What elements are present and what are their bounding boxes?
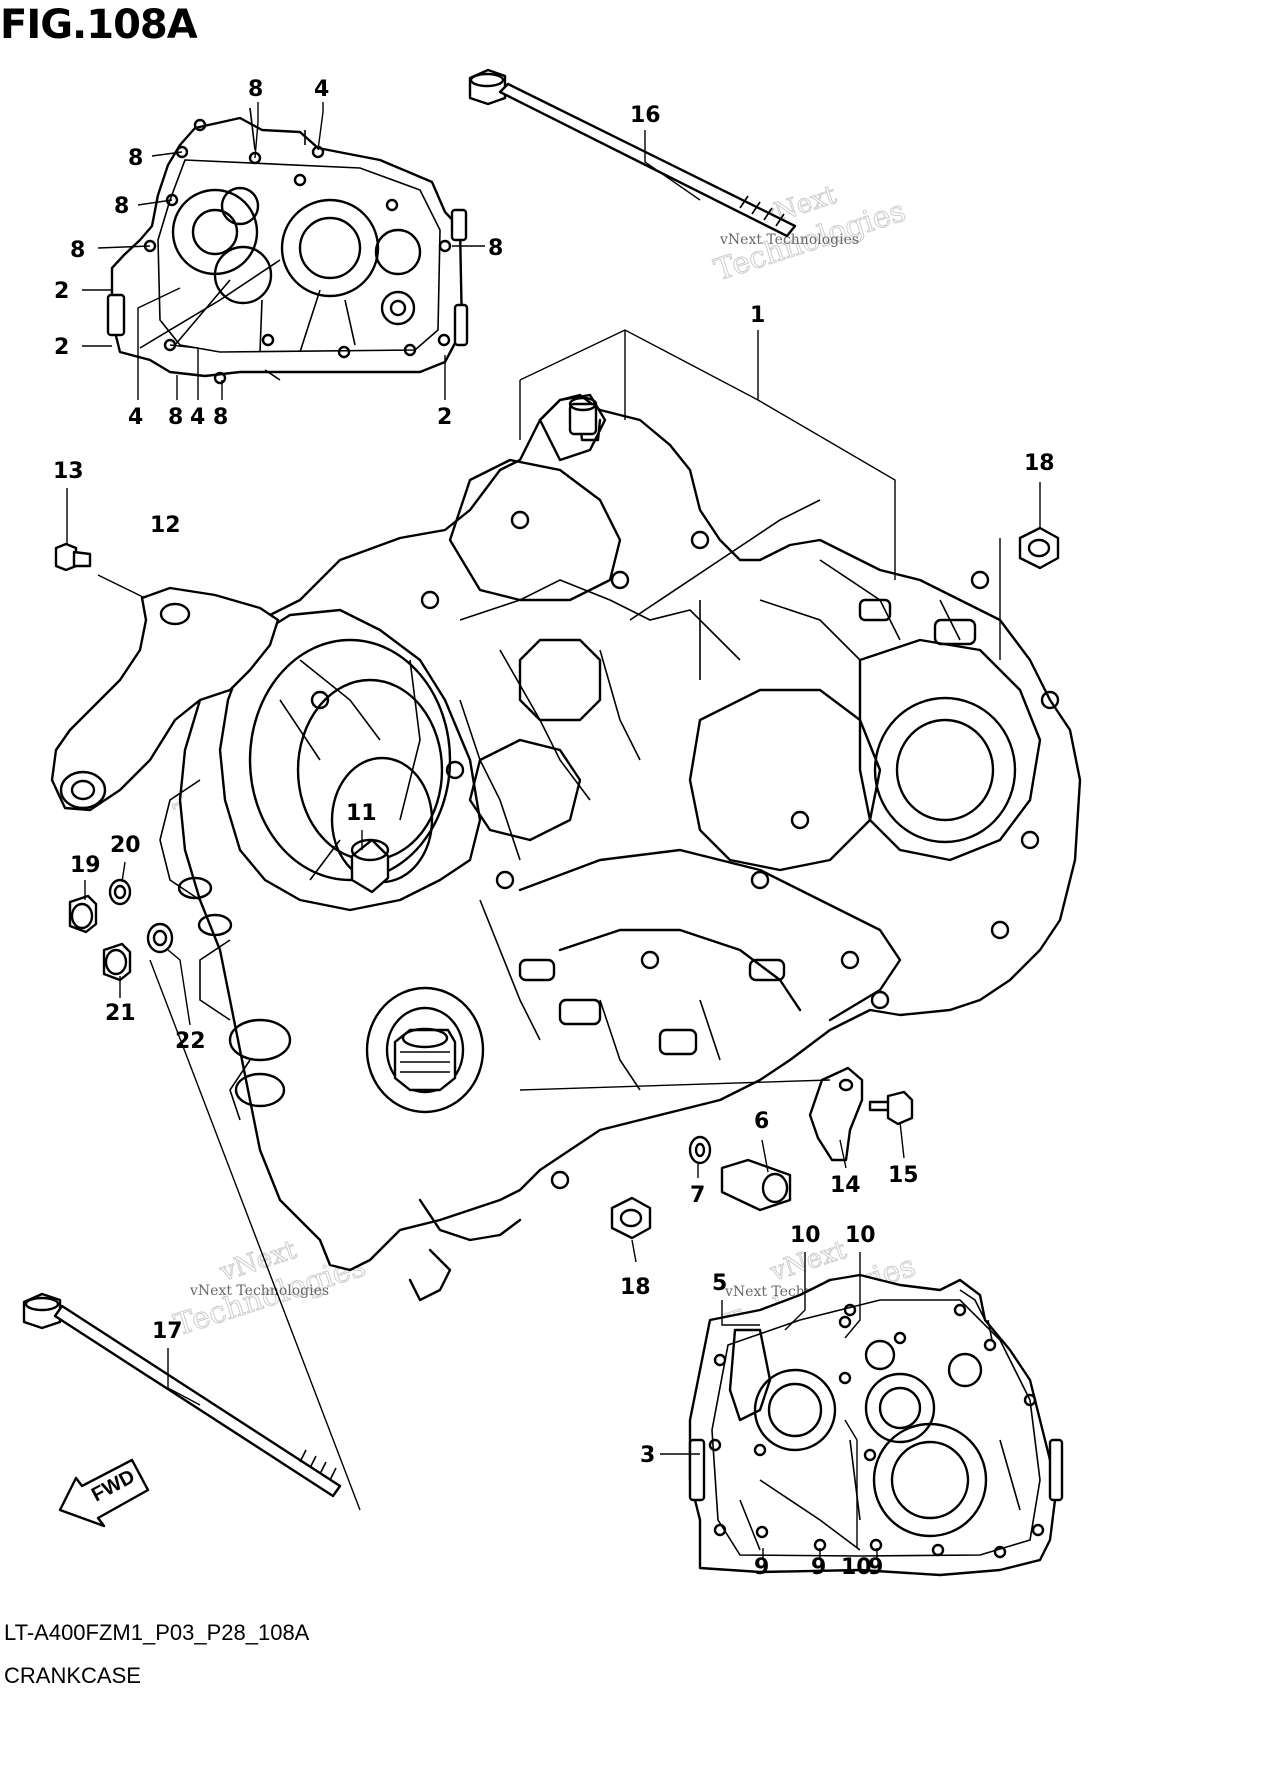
callout-20: 20 [110,833,141,858]
gasket-20 [108,878,132,906]
callout-22: 22 [175,1029,206,1054]
callout-10: 10 [841,1555,872,1580]
callout-8: 8 [213,405,228,430]
bracket-14 [808,1066,864,1162]
callout-8: 8 [128,146,143,171]
callout-labels: 8 4 8 8 8 8 2 2 4 8 4 8 2 16 1 13 12 18 … [53,77,1055,1580]
watermark-inline: vNext Technologies [719,232,859,248]
callout-6: 6 [754,1109,769,1134]
callout-17: 17 [152,1319,183,1344]
callout-2: 2 [54,335,69,360]
callout-18: 18 [620,1275,651,1300]
forward-direction-arrow: FWD [58,1458,150,1528]
callout-1: 1 [750,303,765,328]
callout-15: 15 [888,1163,919,1188]
figure-title: FIG.108A [0,2,198,48]
watermark-inline: vNext Technologies [189,1283,329,1299]
callout-3: 3 [640,1443,655,1468]
callout-10: 10 [845,1223,876,1248]
callout-21: 21 [105,1001,136,1026]
callout-8: 8 [248,77,263,102]
callout-8: 8 [70,238,85,263]
nut-18-bottom [610,1196,652,1240]
callout-9: 9 [868,1555,883,1580]
bolt-6 [720,1158,792,1212]
nut-18-top [1018,526,1060,570]
callout-16: 16 [630,103,661,128]
plug-21 [102,942,132,982]
callout-19: 19 [70,853,101,878]
callout-5: 5 [712,1271,727,1296]
stud-bolt-17 [22,1292,342,1498]
callout-9: 9 [811,1555,826,1580]
callout-4: 4 [190,405,205,430]
callout-4: 4 [128,405,143,430]
callout-7: 7 [690,1183,705,1208]
crankcase-left-half-inset [106,107,469,385]
callout-2: 2 [437,405,452,430]
crankcase-right-half-inset [688,1273,1064,1577]
figure-name: CRANKCASE [4,1663,141,1688]
callout-10: 10 [790,1223,821,1248]
bolt-15 [868,1090,914,1126]
figure-code: LT-A400FZM1_P03_P28_108A [4,1620,310,1645]
crankcase-main-assembly [159,393,1082,1302]
leader-lines [66,102,1041,1560]
stud-bolt-16 [468,68,797,238]
washer-7 [688,1135,712,1165]
callout-11: 11 [346,801,377,826]
gasket-22 [146,922,174,954]
callout-18: 18 [1024,451,1055,476]
callout-4: 4 [314,77,329,102]
callout-8: 8 [114,194,129,219]
callout-8: 8 [488,236,503,261]
callout-2: 2 [54,279,69,304]
callout-13: 13 [53,459,84,484]
callout-12: 12 [150,513,181,538]
plug-19 [68,894,98,934]
callout-8: 8 [168,405,183,430]
callout-14: 14 [830,1173,861,1198]
engine-mount-bracket-12 [50,586,280,812]
callout-9: 9 [754,1555,769,1580]
bolt-13 [54,542,92,572]
